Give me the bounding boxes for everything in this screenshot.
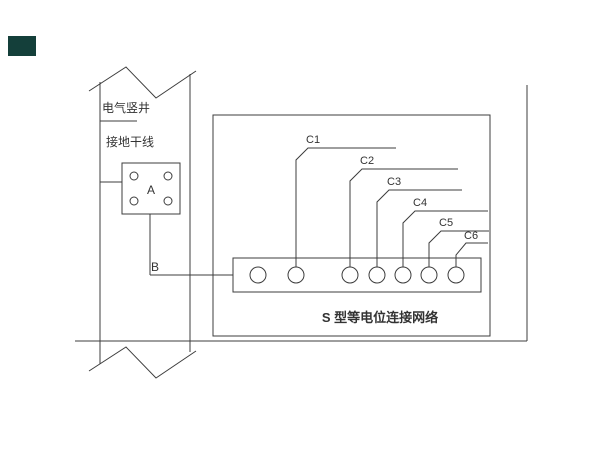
network-boundary xyxy=(212,114,491,337)
leader-line-c3 xyxy=(376,189,462,267)
terminal-circle xyxy=(341,266,359,284)
junction-box-label: A xyxy=(147,183,155,197)
terminal-circle xyxy=(420,266,438,284)
junction-box-a xyxy=(121,162,181,215)
bolt-hole xyxy=(129,196,139,206)
bus-bar xyxy=(232,257,482,293)
tap-point-label: B xyxy=(151,260,159,274)
corner-accent-block xyxy=(8,36,36,56)
leader-line-c1 xyxy=(295,147,396,267)
leader-line-c2 xyxy=(349,168,458,267)
terminal-label-c4: C4 xyxy=(413,197,427,209)
network-title: S 型等电位连接网络 xyxy=(322,310,438,325)
shaft-label: 电气竖井 xyxy=(102,100,150,115)
terminal-circle xyxy=(368,266,386,284)
terminal-label-c5: C5 xyxy=(439,217,453,229)
terminal-circle xyxy=(287,266,305,284)
leader-line-c5 xyxy=(428,230,489,267)
bolt-hole xyxy=(163,171,173,181)
break-symbol-bottom xyxy=(88,346,197,379)
terminal-label-c3: C3 xyxy=(387,176,401,188)
bolt-hole xyxy=(163,196,173,206)
terminal-circle xyxy=(394,266,412,284)
terminal-label-c1: C1 xyxy=(306,134,320,146)
diagram-linework xyxy=(75,66,528,379)
terminal-circle xyxy=(249,266,267,284)
ground-trunk-label: 接地干线 xyxy=(106,134,154,149)
terminal-circle xyxy=(447,266,465,284)
terminal-label-c2: C2 xyxy=(360,155,374,167)
leader-line-c6 xyxy=(455,242,488,267)
leader-line-c4 xyxy=(402,210,488,267)
terminal-label-c6: C6 xyxy=(464,230,478,242)
bolt-hole xyxy=(129,171,139,181)
break-symbol-top xyxy=(88,66,197,99)
